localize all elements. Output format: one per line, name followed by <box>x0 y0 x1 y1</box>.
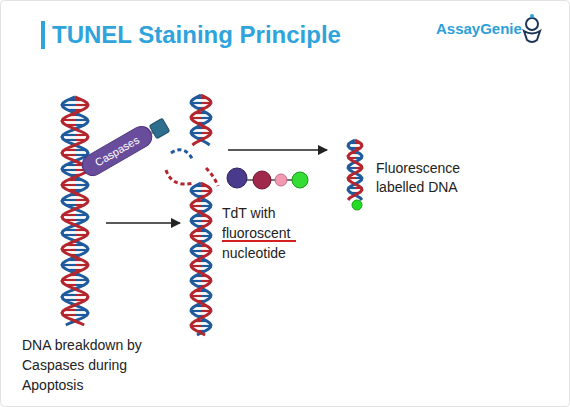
tdt-enzyme <box>227 168 247 188</box>
fluorophore <box>352 200 362 210</box>
helix <box>62 97 88 325</box>
dna-strand <box>62 97 88 325</box>
dna-strand <box>62 97 88 325</box>
diagram-title: TUNEL Staining Principle <box>52 19 341 51</box>
enzyme-name: Caspases <box>93 134 141 169</box>
tdt-molecule <box>227 168 308 189</box>
title-bar <box>41 21 45 49</box>
dna-strand <box>191 183 211 335</box>
process-arrow <box>106 222 180 224</box>
dna-fragment <box>171 150 193 160</box>
dna-strand <box>191 95 211 145</box>
helix <box>191 183 211 335</box>
dna-strand <box>191 183 211 335</box>
logo-text: AssayGenie <box>436 19 526 39</box>
dna-fragment <box>206 168 218 186</box>
logo-icon <box>524 14 540 42</box>
nucleotide <box>275 174 287 186</box>
logo-dot <box>530 14 534 18</box>
step-label: DNA breakdown by Caspases during Apoptos… <box>22 335 164 395</box>
enzyme-shape: Caspases <box>78 122 157 180</box>
result-label: Fluorescence labelled DNA <box>376 159 488 197</box>
helix <box>348 140 362 200</box>
dna-strand <box>191 95 211 145</box>
logo-head <box>526 18 538 30</box>
fluorophore <box>292 172 308 188</box>
dna-strand <box>348 140 362 200</box>
reagent-label: TdT with fluoroscent nucleotide <box>222 203 314 263</box>
helix <box>191 95 211 145</box>
helix-layer <box>62 95 362 335</box>
logo-body <box>524 31 540 42</box>
dna-strand <box>348 140 362 200</box>
process-arrow <box>228 149 327 151</box>
dna-fragment <box>166 170 194 184</box>
tdt-part <box>253 171 271 189</box>
